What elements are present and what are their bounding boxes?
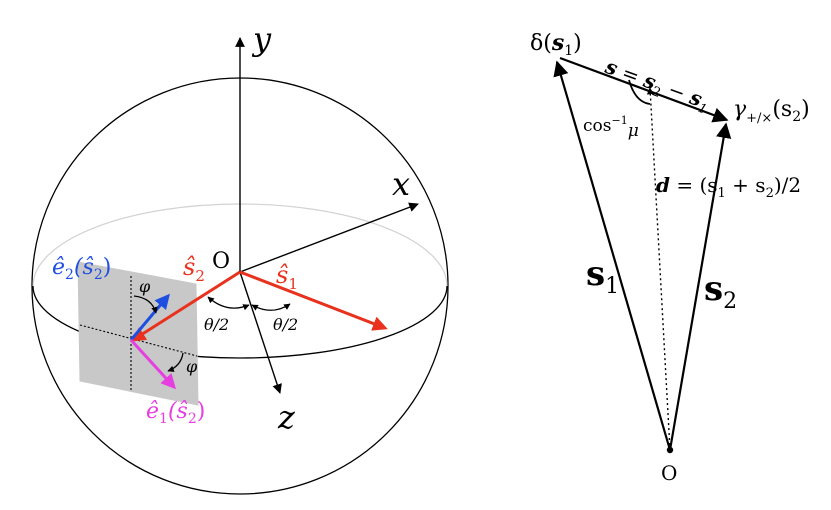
phi-top-label: φ: [139, 277, 151, 296]
s1-label-right: s1: [586, 254, 619, 299]
sphere-group: y x z O ŝ1 ŝ2 θ/2 θ/2 φ φ ê2(ŝ2) ê1(ŝ2): [31, 20, 449, 495]
delta-label: δ(s1): [530, 30, 582, 59]
phi-arc-top: [133, 295, 158, 314]
s1-vector-right: [553, 60, 672, 451]
s2-label-right: s2: [704, 269, 737, 314]
y-axis-label: y: [251, 20, 272, 58]
s1-vector: [239, 270, 388, 331]
separation-vector: [559, 56, 729, 123]
equator-front: [32, 285, 448, 359]
z-axis: [239, 271, 282, 394]
origin-label-left: O: [212, 249, 230, 274]
cos-inverse-mu-label: cos−1μ: [583, 114, 639, 141]
gamma-label: γ+/×(s2): [733, 97, 810, 126]
x-axis-label: x: [392, 165, 410, 203]
s1-label: ŝ1: [276, 261, 298, 293]
d-vector: [646, 87, 671, 451]
e2-label: ê2(ŝ2): [52, 255, 111, 283]
z-axis-label: z: [277, 398, 296, 436]
theta-arc-left: [207, 296, 250, 311]
separation-label: s = s2 − s1: [600, 54, 713, 118]
phi-arc-bottom: [167, 352, 184, 372]
theta-arc-right: [251, 303, 291, 311]
origin-label-right: O: [661, 461, 677, 485]
triangle-group: δ(s1) s = s2 − s1 γ+/×(s2) cos−1μ d = (s…: [530, 30, 810, 485]
phi-bottom-label: φ: [186, 357, 198, 376]
s2-label: ŝ2: [183, 253, 205, 285]
e1-vector: [129, 338, 177, 390]
theta-half-left-label: θ/2: [204, 315, 229, 334]
e1-label: ê1(ŝ2): [146, 399, 205, 427]
s2-vector: [130, 270, 241, 342]
e2-vector: [129, 293, 170, 341]
theta-half-right-label: θ/2: [273, 315, 298, 334]
x-axis: [239, 202, 419, 273]
origin-dot: [666, 446, 674, 454]
mu-angle-arc: [628, 79, 651, 105]
s2-vector-right: [668, 122, 732, 451]
d-vector-label: d = (s1 + s2)/2: [656, 173, 801, 201]
